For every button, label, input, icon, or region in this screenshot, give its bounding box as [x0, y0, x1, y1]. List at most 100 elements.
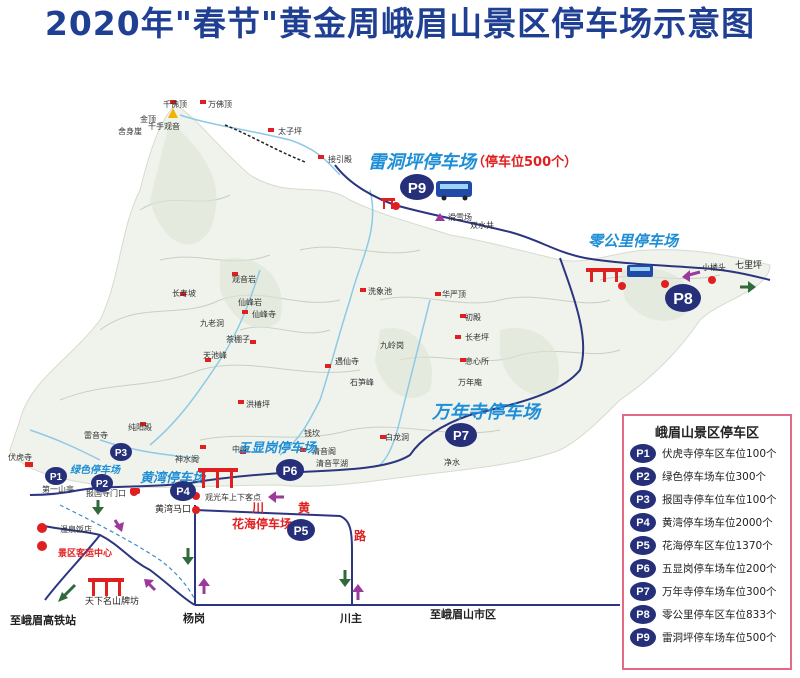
- badge-p6: P6: [276, 459, 304, 481]
- label-chudian: 初殿: [465, 312, 481, 322]
- label-jieyindian: 接引殿: [328, 154, 352, 164]
- label-qiankan: 钱坎: [304, 428, 320, 438]
- label-chapengzi: 茶棚子: [226, 334, 250, 344]
- badge-p1: P1: [45, 467, 67, 485]
- legend-badge: P3: [630, 490, 656, 509]
- bus-icon-p9: [436, 181, 472, 201]
- road-char-lu: 路: [354, 528, 367, 543]
- road-char-huang: 黄: [298, 500, 310, 515]
- legend-text: 雷洞坪停车场车位500个: [662, 632, 777, 644]
- parking-capacity-p9: （停车位500个）: [472, 154, 577, 170]
- label-guandaoche: 观光车上下客点: [205, 492, 261, 502]
- gate-icon-leidongping: [381, 198, 395, 209]
- legend-badge: P6: [630, 559, 656, 578]
- legend-text: 伏虎寺停车区车位100个: [662, 448, 777, 460]
- parking-legend: 峨眉山景区停车区 P1 伏虎寺停车区车位100个 P2 绿色停车场车位300个 …: [622, 414, 792, 670]
- label-chuanzhu: 川主: [339, 611, 362, 625]
- huahai-road: [194, 509, 353, 605]
- label-jingqukeyun: 景区客运中心: [58, 547, 112, 559]
- bus-icon-p8: [627, 265, 653, 277]
- legend-text: 黄湾停车场车位2000个: [662, 517, 773, 529]
- badge-p4: P4: [170, 481, 196, 501]
- label-guanyinyan: 观音岩: [232, 274, 256, 284]
- legend-text: 花海停车区车位1370个: [662, 540, 773, 552]
- label-jinding: 金顶: [140, 114, 156, 124]
- label-yanggang: 杨岗: [183, 611, 205, 625]
- label-wenquan: 温泉饭店: [60, 524, 92, 534]
- golden-summit-icon: [168, 108, 178, 118]
- label-changshoupo: 长寿坡: [172, 288, 196, 298]
- svg-text:P2: P2: [96, 479, 109, 490]
- svg-text:P5: P5: [294, 524, 309, 538]
- legend-badge: P1: [630, 444, 656, 463]
- badge-p5: P5: [287, 519, 315, 541]
- label-shenshuige: 神水阁: [175, 454, 199, 464]
- legend-row: P4 黄湾停车场车位2000个: [624, 511, 790, 534]
- label-qianfoding: 千佛顶: [163, 99, 187, 109]
- parking-label-p2: 绿色停车场: [70, 464, 121, 476]
- legend-badge: P2: [630, 467, 656, 486]
- label-qiliping: 七里坪: [735, 260, 762, 271]
- svg-text:P4: P4: [176, 486, 190, 498]
- label-jingshui: 净水: [444, 457, 460, 467]
- wannian-road: [299, 257, 585, 473]
- label-bailongdong: 白龙洞: [385, 432, 409, 442]
- road-char-chuan: 川: [251, 501, 264, 515]
- label-chunyangdian: 纯阳殿: [128, 422, 152, 432]
- parking-label-p6: 五显岗停车场: [238, 440, 318, 456]
- label-zhongfeng: 中峰: [232, 444, 248, 454]
- label-to-city: 至峨眉山市区: [430, 607, 496, 621]
- label-wanfoding: 万佛顶: [208, 99, 232, 109]
- ski-icon: [435, 213, 445, 221]
- label-xixinsuo: 息心所: [465, 356, 489, 366]
- legend-row: P2 绿色停车场车位300个: [624, 465, 790, 488]
- parking-label-p5: 花海停车场: [232, 516, 292, 531]
- svg-text:P1: P1: [50, 472, 63, 483]
- label-shisunfeng: 石笋峰: [350, 377, 374, 387]
- legend-badge: P5: [630, 536, 656, 555]
- legend-text: 零公里停车区车位833个: [662, 609, 777, 621]
- parking-label-p9: 雷洞坪停车场: [368, 152, 478, 173]
- legend-row: P6 五显岗停车场车位200个: [624, 557, 790, 580]
- badge-p7: P7: [445, 423, 477, 447]
- legend-badge: P8: [630, 605, 656, 624]
- legend-text: 报国寺停车位车位100个: [662, 494, 777, 506]
- parking-label-p4: 黄湾停车场: [140, 470, 207, 486]
- label-changlaoping: 长老坪: [465, 332, 489, 342]
- label-qianshou: 千手观音: [148, 121, 180, 131]
- rivers: [29, 114, 431, 466]
- label-diyishanting: 第一山亭: [42, 484, 74, 494]
- label-huayanding: 华严顶: [442, 289, 466, 299]
- temple-markers: [25, 100, 466, 467]
- svg-text:P7: P7: [453, 428, 469, 443]
- label-xixiangchi: 洗象池: [368, 286, 392, 296]
- badge-p8: P8: [665, 284, 701, 312]
- legend-row: P9 雷洞坪停车场车位500个: [624, 626, 790, 649]
- railway-road: [44, 534, 101, 601]
- ropeway: [224, 124, 306, 163]
- label-qingyinpinghu: 清音平湖: [316, 458, 348, 468]
- label-qingyinge: 清音阁: [312, 446, 336, 456]
- badge-p2: P2: [91, 474, 113, 492]
- legend-title: 峨眉山景区停车区: [654, 426, 759, 441]
- label-xianfengyan: 仙峰岩: [238, 297, 262, 307]
- label-wannianan: 万年庵: [458, 377, 482, 387]
- direction-arrows: [58, 270, 756, 602]
- label-tianchifeng: 天池峰: [203, 350, 227, 360]
- terrain-ridges: [59, 194, 721, 441]
- parking-label-p7: 万年寺停车场: [431, 402, 542, 423]
- label-leiyinsi: 雷音寺: [84, 430, 108, 440]
- legend-text: 绿色停车场车位300个: [662, 471, 767, 483]
- badge-p9: P9: [400, 174, 434, 200]
- label-hongchunping: 洪椿坪: [246, 399, 270, 409]
- label-taiziping: 太子坪: [278, 126, 302, 136]
- svg-text:P9: P9: [408, 180, 426, 197]
- legend-row: P1 伏虎寺停车区车位100个: [624, 442, 790, 465]
- gate-icon-lingongli: [586, 268, 622, 282]
- label-yuxiansi: 遇仙寺: [335, 356, 359, 366]
- svg-text:P3: P3: [115, 448, 128, 459]
- huangwan-road: [29, 482, 191, 496]
- label-sheshenya: 舍身崖: [118, 126, 142, 136]
